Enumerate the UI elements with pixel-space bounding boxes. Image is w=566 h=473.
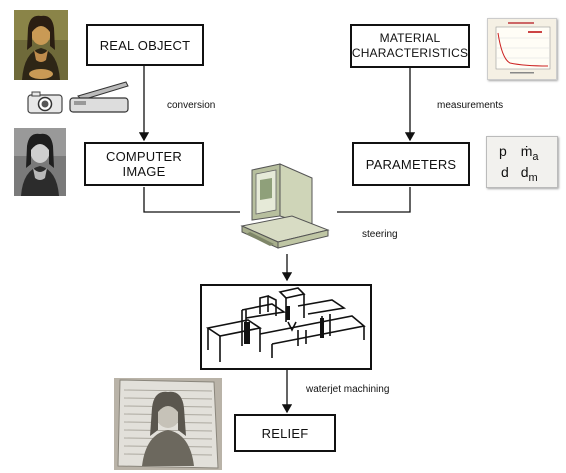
scanner-icon [68,80,130,114]
measurements-label: measurements [437,100,504,111]
material-chart-thumbnail [487,18,557,80]
computer-workstation-icon [240,160,332,252]
parameters-box: PARAMETERS [352,142,470,186]
param-d: d [501,164,509,180]
param-p: p [499,143,507,159]
relief-tile-photo [114,378,222,470]
mona-lisa-color-photo [14,10,68,80]
waterjet-machine-drawing [200,284,372,370]
param-d2: d [520,164,529,180]
material-label-line1: MATERIAL [379,31,441,45]
relief-label: RELIEF [261,425,309,441]
conversion-label: conversion [167,100,216,111]
mona-lisa-grayscale-photo [14,128,66,196]
computer-image-box: COMPUTER IMAGE [84,142,204,186]
line-computer-to-workstation [143,187,240,213]
parameter-symbols-panel: p ṁa d dm [486,136,558,188]
real-object-box: REAL OBJECT [86,24,204,66]
param-m-dot: ṁ [520,143,533,159]
camera-icon [27,90,63,114]
steering-label: steering [362,229,398,240]
material-label-line2: CHARACTERISTICS [351,46,469,60]
line-parameters-to-workstation [337,187,411,213]
computer-image-label: COMPUTER IMAGE [106,149,182,179]
waterjet-machining-label: waterjet machining [306,384,390,395]
param-m-sub: m [528,171,538,184]
param-a-sub: a [532,150,539,163]
relief-box: RELIEF [234,414,336,452]
parameters-label: PARAMETERS [365,156,457,172]
real-object-label: REAL OBJECT [99,37,191,53]
material-characteristics-box: MATERIAL CHARACTERISTICS [350,24,470,68]
